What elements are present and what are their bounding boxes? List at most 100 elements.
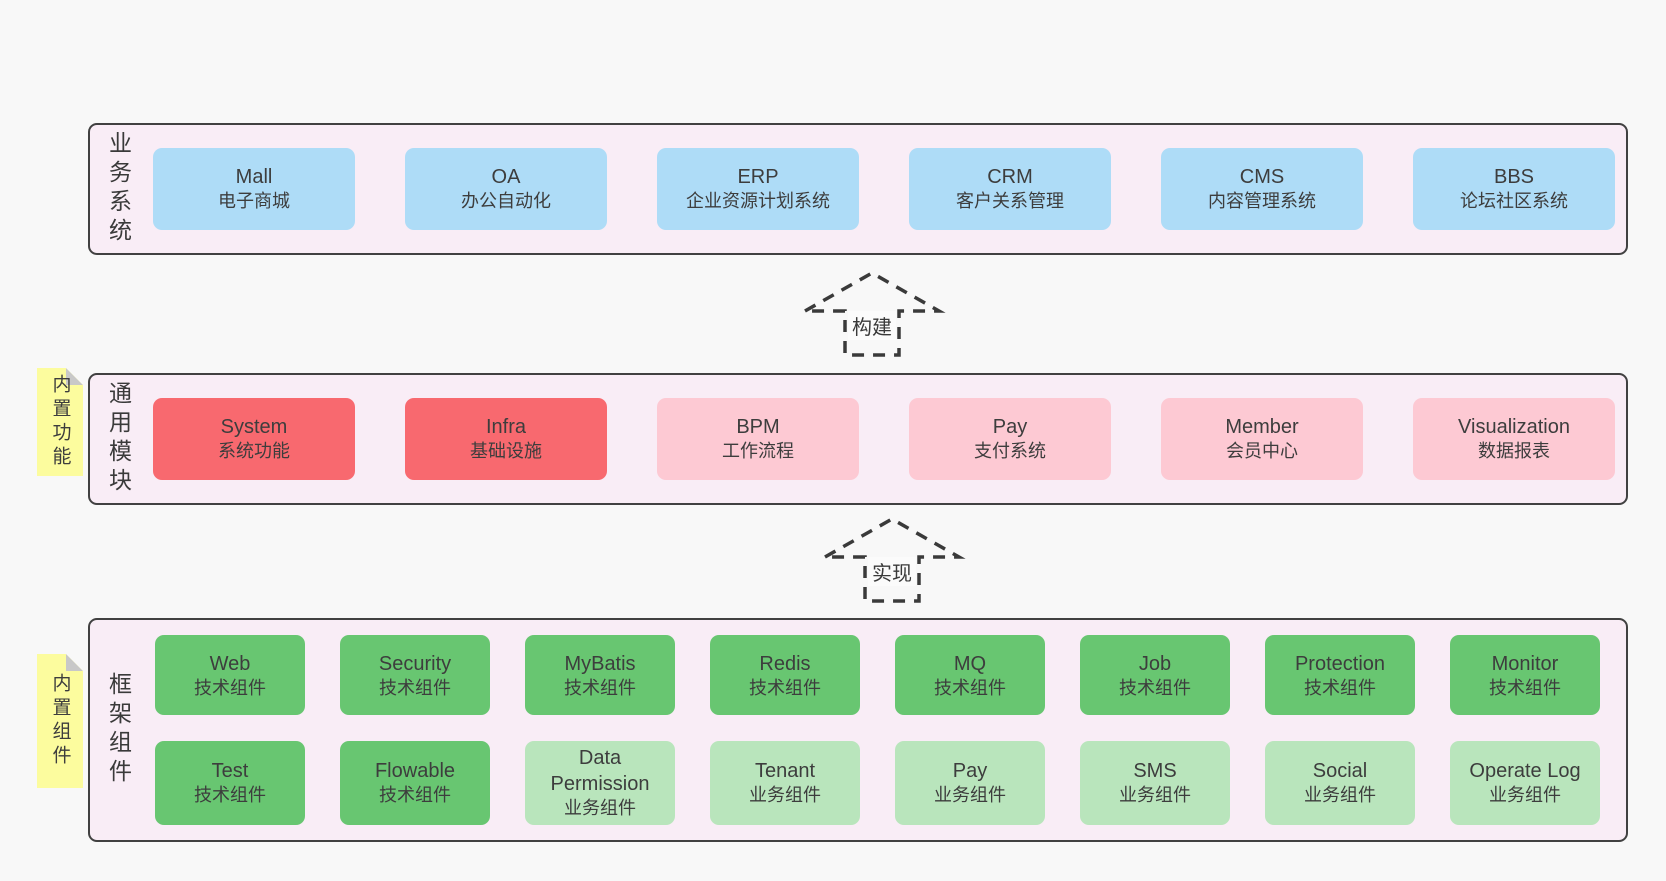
box-oa: OA 办公自动化 [405, 148, 607, 230]
box-name: Mall [235, 166, 273, 189]
dashed-up-arrow-icon [798, 270, 946, 357]
box-name: Flowable [374, 760, 456, 783]
box-name: Operate Log [1469, 760, 1581, 783]
box-name: Pay [952, 760, 988, 783]
box-desc: 业务组件 [1119, 785, 1191, 806]
box-test: Test 技术组件 [155, 741, 305, 825]
box-desc: 企业资源计划系统 [686, 191, 830, 212]
box-desc: 技术组件 [749, 677, 821, 698]
box-desc: 业务组件 [1304, 785, 1376, 806]
box-monitor: Monitor 技术组件 [1450, 635, 1600, 716]
box-name: BPM [736, 416, 780, 439]
box-desc: 技术组件 [1489, 677, 1561, 698]
box-bpm: BPM 工作流程 [657, 398, 859, 480]
box-desc: 办公自动化 [461, 191, 551, 212]
sticky-note-builtin-features: 内置功能 [37, 368, 83, 476]
band-label: 框架组件 [105, 672, 132, 788]
box-job: Job 技术组件 [1080, 635, 1230, 716]
box-mq: MQ 技术组件 [895, 635, 1045, 716]
box-desc: 技术组件 [379, 677, 451, 698]
box-row: Web 技术组件 Security 技术组件 MyBatis 技术组件 Redi… [90, 635, 1626, 716]
box-desc: 技术组件 [934, 677, 1006, 698]
box-name: OA [491, 166, 521, 189]
box-desc: 技术组件 [564, 677, 636, 698]
box-desc: 业务组件 [749, 785, 821, 806]
box-desc: 会员中心 [1226, 441, 1298, 462]
box-name: Visualization [1458, 416, 1570, 439]
box-desc: 业务组件 [564, 798, 636, 819]
box-social: Social 业务组件 [1265, 741, 1415, 825]
box-desc: 业务组件 [1489, 785, 1561, 806]
box-name: MyBatis [564, 652, 636, 675]
box-name: Tenant [754, 760, 816, 783]
box-bbs: BBS 论坛社区系统 [1413, 148, 1615, 230]
box-desc: 技术组件 [1119, 677, 1191, 698]
sticky-note-builtin-components: 内置组件 [37, 654, 83, 788]
box-name: Pay [992, 416, 1028, 439]
box-desc: 业务组件 [934, 785, 1006, 806]
box-row: System 系统功能 Infra 基础设施 BPM 工作流程 Pay 支付系统… [90, 398, 1626, 480]
box-pay: Pay 支付系统 [909, 398, 1111, 480]
box-desc: 支付系统 [974, 441, 1046, 462]
box-desc: 论坛社区系统 [1460, 191, 1568, 212]
box-sms: SMS 业务组件 [1080, 741, 1230, 825]
arrow-implement: 实现 [818, 516, 966, 603]
band-label: 业务系统 [105, 131, 132, 247]
box-row: Mall 电子商城 OA 办公自动化 ERP 企业资源计划系统 CRM 客户关系… [90, 148, 1626, 230]
box-pay: Pay 业务组件 [895, 741, 1045, 825]
dashed-up-arrow-icon [818, 516, 966, 603]
box-data-permission: Data Permission 业务组件 [525, 741, 675, 825]
box-visualization: Visualization 数据报表 [1413, 398, 1615, 480]
box-name: Data Permission [550, 747, 650, 796]
box-name: Infra [485, 416, 527, 439]
box-web: Web 技术组件 [155, 635, 305, 716]
box-member: Member 会员中心 [1161, 398, 1363, 480]
box-name: System [220, 416, 288, 439]
band-common-modules: 通用模块 System 系统功能 Infra 基础设施 BPM 工作流程 Pay… [88, 373, 1628, 505]
box-mall: Mall 电子商城 [153, 148, 355, 230]
band-rows: Mall 电子商城 OA 办公自动化 ERP 企业资源计划系统 CRM 客户关系… [90, 125, 1626, 253]
box-name: ERP [737, 166, 779, 189]
box-desc: 客户关系管理 [956, 191, 1064, 212]
box-desc: 技术组件 [379, 785, 451, 806]
band-rows: System 系统功能 Infra 基础设施 BPM 工作流程 Pay 支付系统… [90, 375, 1626, 503]
box-desc: 技术组件 [1304, 677, 1376, 698]
box-desc: 系统功能 [218, 441, 290, 462]
box-cms: CMS 内容管理系统 [1161, 148, 1363, 230]
box-desc: 技术组件 [194, 785, 266, 806]
box-name: MQ [953, 652, 987, 675]
box-name: CMS [1239, 166, 1285, 189]
box-tenant: Tenant 业务组件 [710, 741, 860, 825]
box-name: Test [211, 760, 249, 783]
box-name: Social [1312, 760, 1368, 783]
box-erp: ERP 企业资源计划系统 [657, 148, 859, 230]
box-name: SMS [1133, 760, 1177, 783]
band-business-systems: 业务系统 Mall 电子商城 OA 办公自动化 ERP 企业资源计划系统 CRM… [88, 123, 1628, 255]
box-desc: 内容管理系统 [1208, 191, 1316, 212]
box-flowable: Flowable 技术组件 [340, 741, 490, 825]
box-name: Member [1225, 416, 1299, 439]
box-mybatis: MyBatis 技术组件 [525, 635, 675, 716]
box-system: System 系统功能 [153, 398, 355, 480]
box-crm: CRM 客户关系管理 [909, 148, 1111, 230]
box-name: BBS [1493, 166, 1535, 189]
box-name: CRM [987, 166, 1033, 189]
box-desc: 技术组件 [194, 677, 266, 698]
arrow-label: 实现 [868, 557, 916, 586]
box-redis: Redis 技术组件 [710, 635, 860, 716]
box-desc: 工作流程 [722, 441, 794, 462]
arrow-build: 构建 [798, 270, 946, 357]
box-protection: Protection 技术组件 [1265, 635, 1415, 716]
box-desc: 数据报表 [1478, 441, 1550, 462]
box-operate-log: Operate Log 业务组件 [1450, 741, 1600, 825]
arrow-label: 构建 [848, 311, 896, 340]
box-name: Protection [1294, 652, 1386, 675]
box-desc: 基础设施 [470, 441, 542, 462]
box-name: Job [1138, 652, 1172, 675]
band-label: 通用模块 [105, 381, 132, 497]
sticky-note-label: 内置功能 [49, 374, 71, 470]
box-security: Security 技术组件 [340, 635, 490, 716]
box-name: Web [209, 652, 251, 675]
sticky-note-label: 内置组件 [49, 673, 71, 769]
